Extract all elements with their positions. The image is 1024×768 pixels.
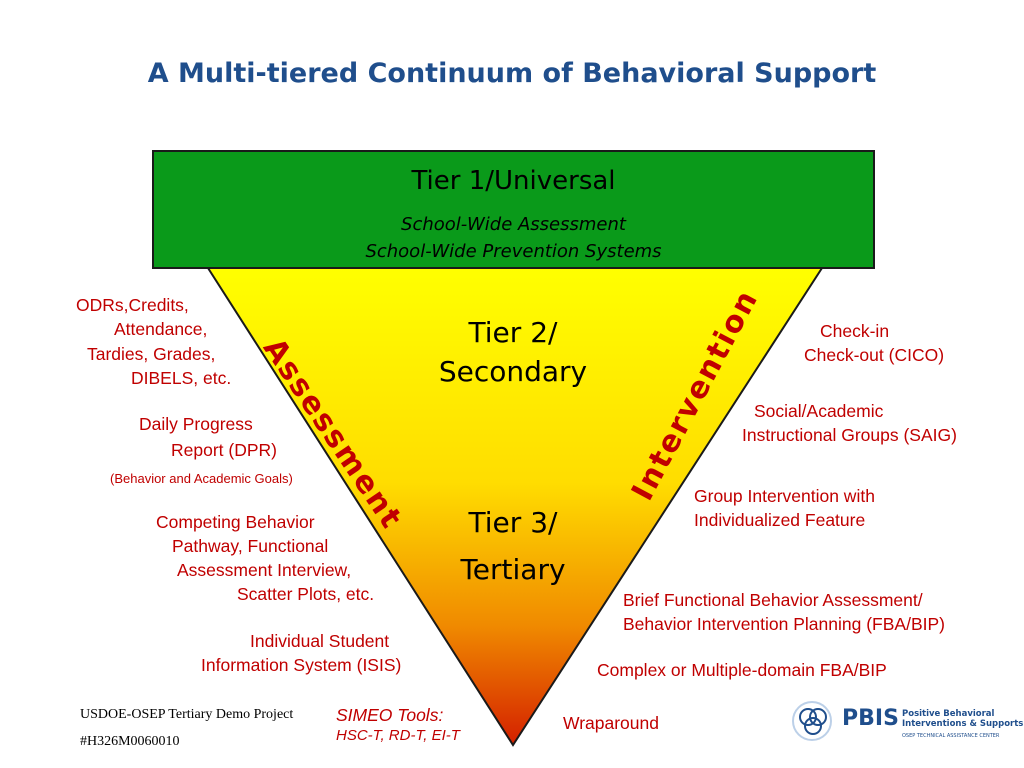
assessment-item: Attendance, [114, 319, 208, 339]
assessment-item: Report (DPR) [171, 440, 277, 460]
intervention-item: Instructional Groups (SAIG) [742, 425, 957, 445]
tier2-line1: Tier 2/ [468, 316, 558, 349]
pbis-logo-name: PBIS [842, 706, 899, 731]
tier1-prevention-text: School-Wide Prevention Systems [365, 241, 662, 262]
intervention-item: Check-out (CICO) [804, 345, 945, 365]
intervention-item: Brief Functional Behavior Assessment/ [623, 590, 923, 610]
tier1-universal-box: Tier 1/Universal School-Wide Assessment … [152, 150, 875, 269]
intervention-item: Complex or Multiple-domain FBA/BIP [597, 660, 887, 680]
simeo-tools-title: SIMEO Tools: [336, 705, 444, 725]
footer-grant-number: #H326M0060010 [80, 734, 180, 749]
footer-project: USDOE-OSEP Tertiary Demo Project [80, 707, 294, 722]
tier1-assessment-text: School-Wide Assessment [401, 214, 626, 235]
assessment-item-note: (Behavior and Academic Goals) [110, 471, 293, 486]
tier3-line1: Tier 3/ [468, 506, 558, 539]
tier3-label: Tier 3/ Tertiary [413, 506, 613, 586]
pbis-tagline-3: OSEP TECHNICAL ASSISTANCE CENTER [902, 733, 1000, 739]
assessment-item: Scatter Plots, etc. [237, 584, 375, 604]
assessment-item: Daily Progress [139, 414, 253, 434]
tier1-title: Tier 1/Universal [411, 166, 616, 196]
intervention-item: Group Intervention with [694, 486, 875, 506]
assessment-item: Individual Student [250, 631, 390, 651]
tier2-label: Tier 2/ Secondary [413, 316, 613, 388]
tier2-line2: Secondary [438, 355, 588, 388]
tier3-line2: Tertiary [460, 553, 566, 586]
intervention-item: Individualized Feature [694, 510, 866, 530]
pbis-tagline-2: Interventions & Supports [902, 719, 1024, 729]
assessment-item: Tardies, Grades, [87, 344, 216, 364]
pbis-logo: PBIS Positive Behavioral Interventions &… [790, 695, 1023, 756]
assessment-item: DIBELS, etc. [131, 368, 232, 388]
intervention-item: Wraparound [563, 713, 659, 733]
assessment-item: Pathway, Functional [172, 536, 329, 556]
assessment-item: Assessment Interview, [177, 560, 352, 580]
assessment-item: Information System (ISIS) [201, 655, 402, 675]
pbis-tagline-1: Positive Behavioral [902, 709, 995, 719]
simeo-tools-list: HSC-T, RD-T, EI-T [336, 727, 460, 744]
intervention-item: Behavior Intervention Planning (FBA/BIP) [623, 614, 945, 634]
pbis-rings-icon [792, 701, 832, 741]
assessment-item: Competing Behavior [156, 512, 315, 532]
intervention-item: Social/Academic [754, 401, 884, 421]
slide-title: A Multi-tiered Continuum of Behavioral S… [147, 58, 877, 89]
assessment-item: ODRs,Credits, [76, 295, 189, 315]
intervention-item: Check-in [820, 321, 890, 341]
